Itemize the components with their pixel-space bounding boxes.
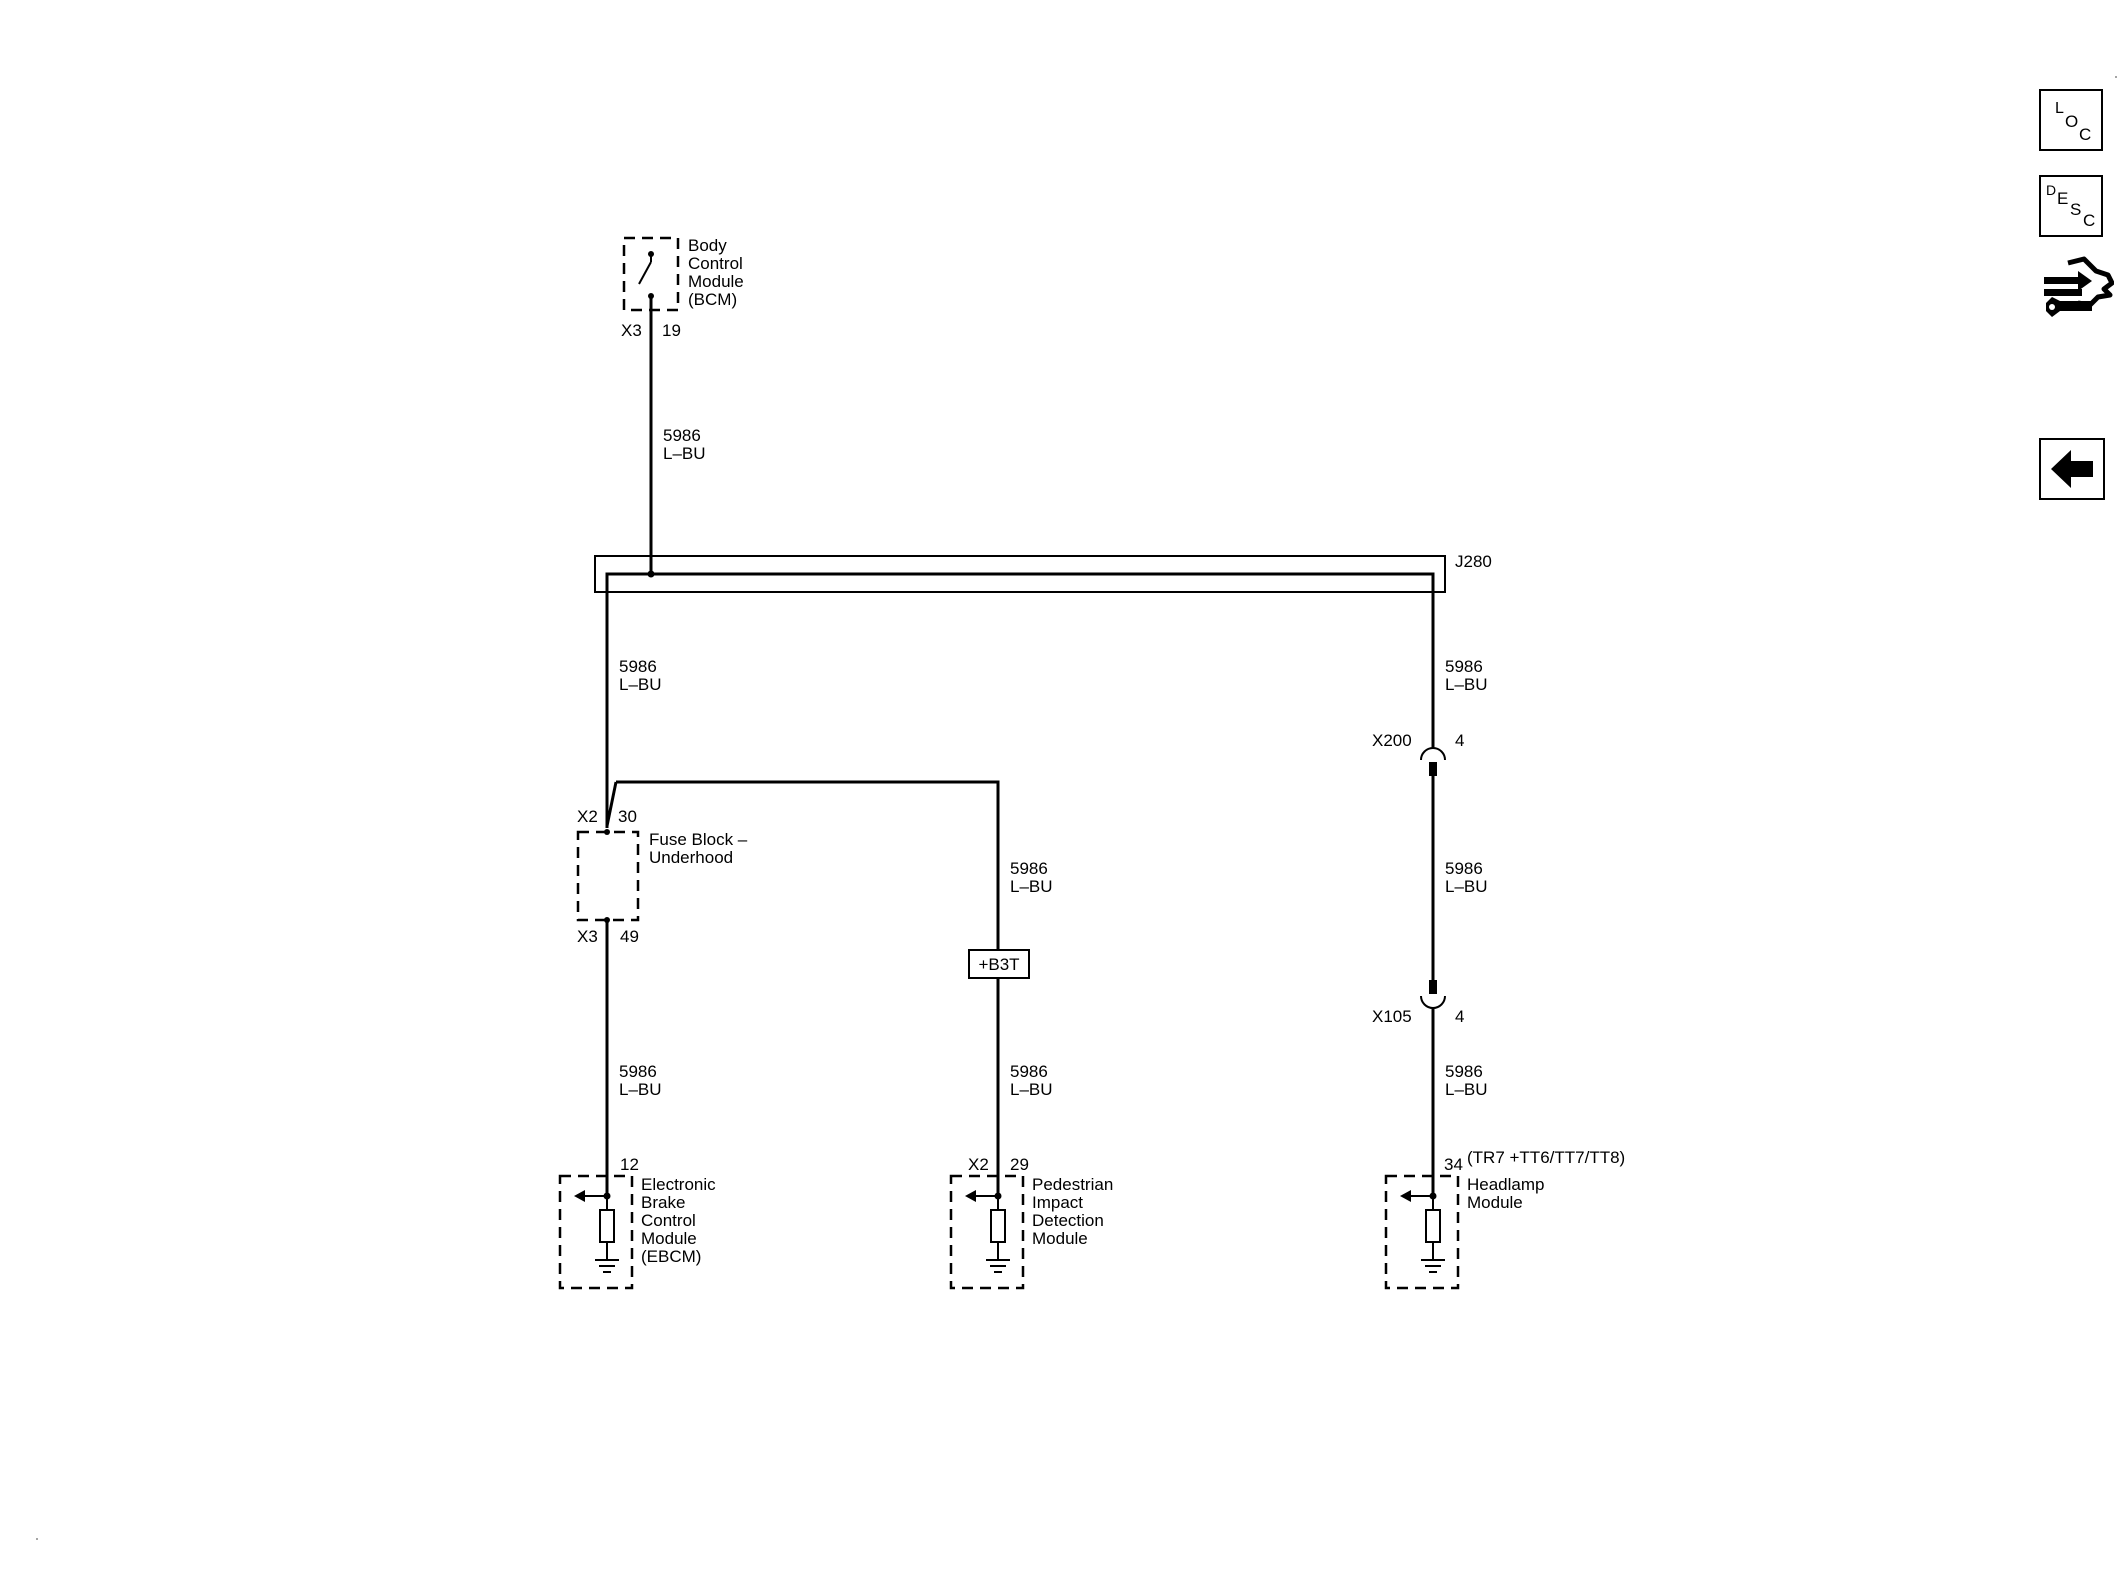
pidm-label-line-3: Detection — [1032, 1211, 1104, 1230]
ebcm-label-line-1: Electronic — [641, 1175, 716, 1194]
j280-label: J280 — [1455, 552, 1492, 571]
pidm-label-line-2: Impact — [1032, 1193, 1083, 1212]
right-wire-upper-color: L–BU — [1445, 675, 1488, 694]
bcm-pin-label: 19 — [662, 321, 681, 340]
x200-connector: X200 — [1372, 731, 1412, 750]
ebcm-pin: 12 — [620, 1155, 639, 1174]
ebcm-module — [558, 1174, 634, 1290]
connector-tools-button[interactable] — [2040, 255, 2115, 327]
x200-pin: 4 — [1455, 731, 1464, 750]
desc-letter-s: S — [2070, 200, 2082, 219]
left-wire-upper-color: L–BU — [619, 675, 662, 694]
ebcm-label-line-4: Module — [641, 1229, 697, 1248]
connector-tools-icon — [2044, 256, 2115, 317]
x105-inline-connector — [1420, 980, 1446, 1009]
headlamp-label-line-1: Headlamp — [1467, 1175, 1545, 1194]
pidm-upper-wire-circuit: 5986 — [1010, 859, 1048, 878]
fuse-block-bottom-pin: 49 — [620, 927, 639, 946]
x105-connector: X105 — [1372, 1007, 1412, 1026]
loc-letter-l: L — [2055, 100, 2064, 117]
j280-splice-bar — [594, 555, 1446, 593]
bcm-component — [622, 236, 680, 312]
back-button[interactable] — [2039, 438, 2105, 500]
bcm-label-line-4: (BCM) — [688, 290, 737, 309]
left-wire-lower-circuit: 5986 — [619, 1062, 657, 1081]
loc-button[interactable]: L O C — [2039, 89, 2103, 151]
headlamp-option-label: (TR7 +TT6/TT7/TT8) — [1467, 1148, 1625, 1167]
headlamp-module — [1384, 1174, 1460, 1290]
desc-button[interactable]: D E S C — [2039, 175, 2103, 237]
pidm-pin: 29 — [1010, 1155, 1029, 1174]
x200-inline-connector — [1420, 747, 1446, 776]
pidm-upper-wire-color: L–BU — [1010, 877, 1053, 896]
corner-dot-top-right — [2115, 76, 2117, 78]
fuse-block-top-connector: X2 — [577, 807, 598, 826]
fuse-block-label-line-1: Fuse Block – — [649, 830, 748, 849]
headlamp-pin: 34 — [1444, 1155, 1463, 1174]
bcm-label-line-1: Body — [688, 236, 727, 255]
ebcm-label-line-3: Control — [641, 1211, 696, 1230]
b3t-label: +B3T — [978, 955, 1019, 974]
fuse-block-underhood — [576, 829, 640, 923]
loc-letter-o: O — [2065, 112, 2079, 131]
right-wire-lower-circuit: 5986 — [1445, 1062, 1483, 1081]
desc-letter-c: C — [2083, 211, 2096, 230]
corner-dot-bottom-left — [36, 1538, 38, 1540]
bcm-wire-color: L–BU — [663, 444, 706, 463]
pidm-label-line-1: Pedestrian — [1032, 1175, 1113, 1194]
right-wire-lower-color: L–BU — [1445, 1080, 1488, 1099]
pidm-connector: X2 — [968, 1155, 989, 1174]
fuse-block-bottom-connector: X3 — [577, 927, 598, 946]
pidm-label-line-4: Module — [1032, 1229, 1088, 1248]
right-wire-middle-circuit: 5986 — [1445, 859, 1483, 878]
bcm-label-line-3: Module — [688, 272, 744, 291]
headlamp-label-line-2: Module — [1467, 1193, 1523, 1212]
pidm-feed-wire — [616, 780, 1000, 950]
ebcm-label-line-5: (EBCM) — [641, 1247, 701, 1266]
desc-letter-e: E — [2057, 189, 2069, 208]
right-wire-upper-circuit: 5986 — [1445, 657, 1483, 676]
right-wire-middle-color: L–BU — [1445, 877, 1488, 896]
x105-pin: 4 — [1455, 1007, 1464, 1026]
bcm-label-line-2: Control — [688, 254, 743, 273]
pidm-lower-wire-circuit: 5986 — [1010, 1062, 1048, 1081]
left-wire-lower-color: L–BU — [619, 1080, 662, 1099]
bcm-wire-circuit: 5986 — [663, 426, 701, 445]
bcm-connector-label: X3 — [621, 321, 642, 340]
pidm-lower-wire-color: L–BU — [1010, 1080, 1053, 1099]
arrow-left-icon — [2051, 450, 2093, 488]
fuse-block-jumper-diagonal — [605, 781, 618, 827]
fuse-block-label-line-2: Underhood — [649, 848, 733, 867]
left-wire-upper-circuit: 5986 — [619, 657, 657, 676]
desc-letter-d: D — [2046, 182, 2057, 198]
ebcm-label-line-2: Brake — [641, 1193, 685, 1212]
pidm-module — [949, 1174, 1025, 1290]
loc-letter-c: C — [2079, 125, 2092, 144]
fuse-block-top-pin: 30 — [618, 807, 637, 826]
